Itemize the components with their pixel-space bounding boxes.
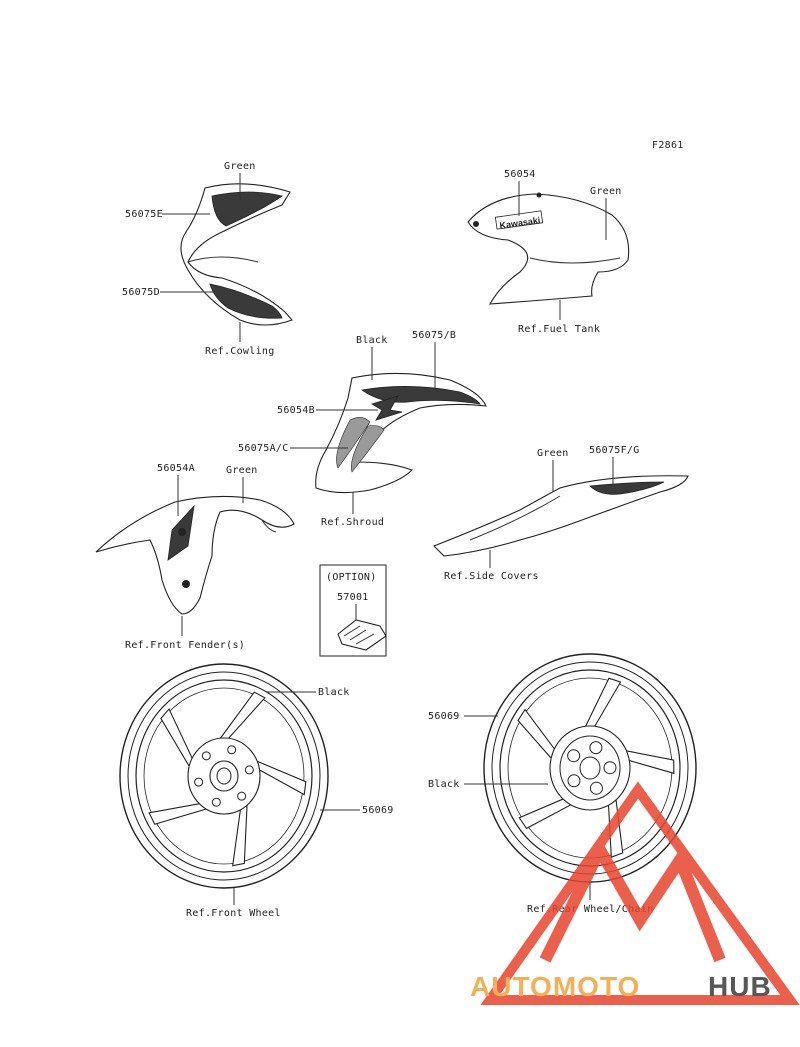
watermark-text-primary: AUTOMOTO bbox=[470, 971, 640, 1002]
front-fender-part bbox=[95, 495, 295, 615]
rear-wheel-part-label: 56069 bbox=[428, 711, 460, 722]
cowling-lower-decal bbox=[209, 283, 283, 319]
tank-ref-label: Ref.Fuel Tank bbox=[518, 324, 600, 335]
cowling-top-part-label: 56075E bbox=[125, 209, 163, 220]
side-cover-decal bbox=[589, 481, 665, 495]
front-wheel-ref-label: Ref.Front Wheel bbox=[186, 908, 281, 919]
shroud-part-top-label: 56075/B bbox=[412, 330, 456, 341]
watermark-logo: AUTOMOTO HUB bbox=[470, 781, 800, 1005]
hub-bolt bbox=[201, 751, 211, 761]
hub-hole bbox=[603, 761, 617, 775]
tank-part-label: 56054 bbox=[504, 169, 536, 180]
front-wheel-color-label: Black bbox=[318, 687, 350, 698]
cowling-bottom-part-label: 56075D bbox=[122, 287, 160, 298]
shroud-mid-decal bbox=[371, 395, 403, 421]
shroud-group bbox=[315, 372, 487, 494]
watermark-text-secondary: HUB bbox=[708, 971, 772, 1002]
option-title: (OPTION) bbox=[326, 572, 377, 583]
fuel-tank-group: Kawasaki bbox=[467, 192, 630, 305]
front-wheel-part-label: 56069 bbox=[362, 805, 394, 816]
side-ref-label: Ref.Side Covers bbox=[444, 571, 539, 582]
fender-ref-label: Ref.Front Fender(s) bbox=[125, 640, 245, 651]
hub-hole bbox=[567, 749, 581, 763]
shroud-lower-decal bbox=[336, 417, 371, 469]
option-box: (OPTION) 57001 bbox=[319, 564, 387, 657]
front-wheel-group bbox=[119, 663, 329, 889]
shroud-part-mid-label: 56054B bbox=[277, 405, 315, 416]
rear-wheel-ref-label: Ref.Rear Wheel/Chain bbox=[527, 904, 653, 915]
cowling-top-color-label: Green bbox=[224, 161, 256, 172]
cowling-upper-decal bbox=[211, 191, 283, 227]
side-color-label: Green bbox=[537, 448, 569, 459]
shroud-part-low-label: 56075A/C bbox=[238, 443, 289, 454]
cowling-part bbox=[180, 183, 293, 326]
cowling-group bbox=[180, 183, 293, 326]
fender-part-label: 56054A bbox=[157, 463, 195, 474]
hub-hole bbox=[589, 741, 603, 755]
hub-bolt bbox=[194, 777, 204, 787]
cowling-ref-label: Ref.Cowling bbox=[205, 346, 275, 357]
hub-bolt bbox=[227, 745, 237, 755]
hub-bolt bbox=[211, 797, 221, 807]
hub-bolt bbox=[237, 791, 247, 801]
shroud-ref-label: Ref.Shroud bbox=[321, 517, 384, 528]
fender-color-label: Green bbox=[226, 465, 258, 476]
rear-wheel-color-label: Black bbox=[428, 779, 460, 790]
option-tool bbox=[337, 619, 387, 651]
side-cover-part bbox=[433, 475, 689, 557]
hub-hole bbox=[567, 774, 581, 788]
option-part-label: 57001 bbox=[337, 592, 369, 603]
tank-color-label: Green bbox=[590, 186, 622, 197]
front-fender-group bbox=[95, 495, 295, 615]
fuel-tank-part bbox=[467, 193, 630, 305]
hub-bolt bbox=[244, 765, 254, 775]
rear-wheel-group bbox=[483, 653, 697, 883]
hub-hole bbox=[589, 781, 603, 795]
shroud-color-label: Black bbox=[356, 335, 388, 346]
side-covers-group bbox=[433, 475, 689, 557]
side-part-label: 56075F/G bbox=[589, 445, 640, 456]
figure-code: F2861 bbox=[652, 140, 684, 151]
